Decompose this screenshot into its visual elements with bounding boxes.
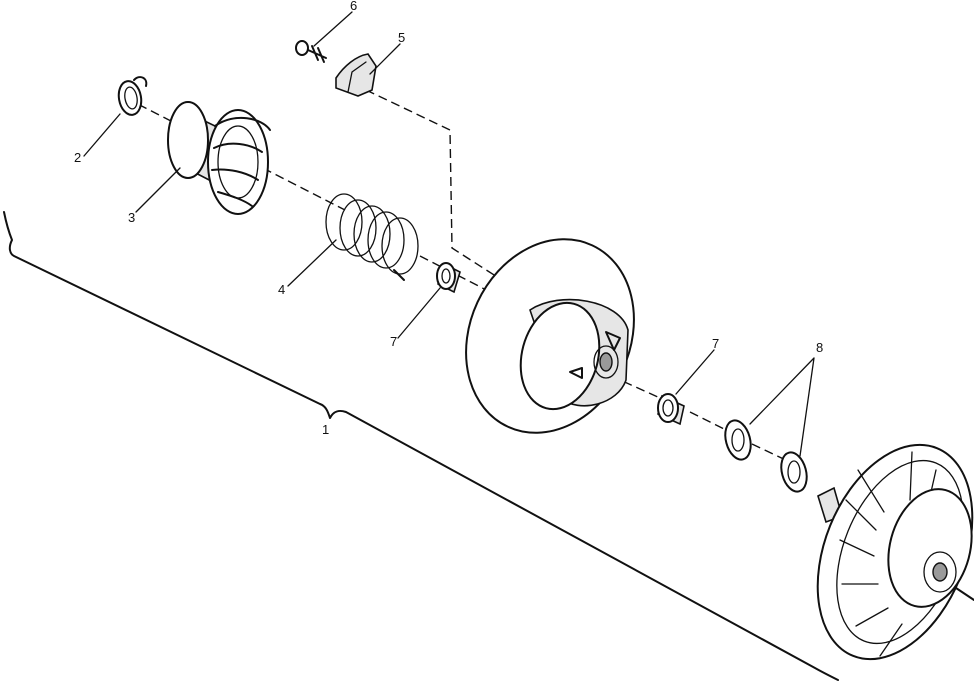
leader-5 [369,43,401,75]
bushing-lower [657,393,685,426]
callout-3: 3 [128,210,135,225]
callout-7a: 7 [390,334,397,349]
movable-sheave [465,238,635,434]
callout-1: 1 [322,422,329,437]
leader-2 [83,113,121,157]
helix-cam [167,101,271,215]
shoe-locator-line [365,89,506,283]
leader-4 [287,239,337,287]
callout-6: 6 [350,0,357,13]
callout-2: 2 [74,150,81,165]
shoe [335,53,377,97]
leader-6 [313,11,353,47]
washer-2 [780,451,808,493]
callout-5: 5 [398,30,405,45]
assembly-bracket [3,211,839,681]
leader-3 [135,167,181,213]
callout-7b: 7 [712,336,719,351]
washer-1 [724,419,752,461]
leader-7a [397,287,441,339]
callout-4: 4 [278,282,285,297]
callout-8: 8 [816,340,823,355]
snap-ring [117,76,148,116]
leader-8 [749,357,815,457]
spring [325,193,419,281]
bushing-upper [436,262,461,294]
screw [295,40,327,63]
leader-7b [675,349,715,395]
stationary-sheave [816,443,974,661]
